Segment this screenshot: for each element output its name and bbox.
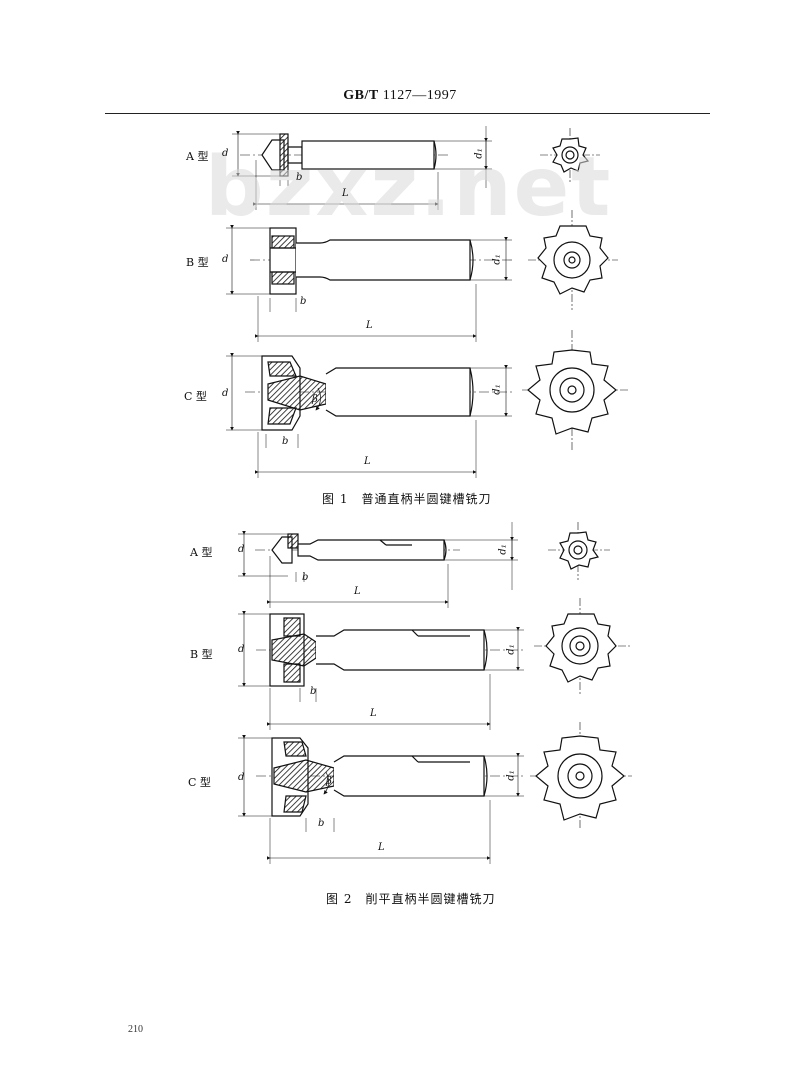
fig1-c-dim-L: L (364, 456, 371, 467)
fig2-a-dim-L: L (354, 586, 361, 597)
page-header: GB/T 1127—1997 (0, 88, 800, 104)
fig1-b-dim-L: L (366, 320, 373, 331)
fig2-b-dim-d1: d₁ (505, 644, 517, 655)
fig2-type-c-end-view (530, 722, 632, 830)
fig1-b-dim-b: b (300, 296, 307, 307)
fig2-c-dim-d1: d₁ (505, 770, 517, 781)
fig1-type-a-end-view (540, 128, 600, 182)
fig1-type-c-side-view (226, 353, 515, 478)
fig1-c-dim-beta: β (312, 394, 318, 405)
page-number: 210 (128, 1024, 143, 1035)
standard-prefix: GB/T (343, 88, 379, 103)
fig2-b-dim-d: d (238, 644, 245, 655)
fig1-c-dim-d: d (222, 388, 229, 399)
fig2-type-a-label: A 型 (190, 546, 213, 559)
fig1-b-dim-d: d (222, 254, 229, 265)
fig2-a-dim-b: b (302, 572, 309, 583)
figure1-caption: 图 1 普通直柄半圆键槽铣刀 (322, 492, 492, 506)
fig2-type-b-label: B 型 (190, 648, 213, 661)
standard-number: 1127—1997 (382, 88, 457, 103)
fig1-b-dim-d1: d₁ (491, 254, 503, 265)
fig1-a-dim-L: L (342, 188, 349, 199)
fig1-a-dim-d1: d₁ (473, 148, 485, 159)
fig2-type-a-side-view (238, 522, 518, 608)
fig2-type-c-label: C 型 (188, 776, 211, 789)
fig1-type-c-label: C 型 (184, 390, 207, 403)
header-rule (105, 113, 710, 114)
fig1-a-dim-d: d (222, 148, 229, 159)
fig2-b-dim-L: L (370, 708, 377, 719)
fig2-type-b-side-view (238, 611, 525, 730)
fig1-type-a-side-view (232, 126, 492, 210)
fig2-c-dim-L: L (378, 842, 385, 853)
figure2-caption: 图 2 削平直柄半圆键槽铣刀 (326, 892, 496, 906)
fig2-type-b-end-view (534, 598, 630, 694)
fig1-type-c-end-view (522, 330, 628, 450)
fig2-type-a-end-view (548, 522, 610, 580)
fig2-a-dim-d1: d₁ (497, 544, 509, 555)
fig1-type-b-label: B 型 (186, 256, 209, 269)
fig2-type-c-side-view (238, 735, 525, 864)
fig2-a-dim-d: d (238, 544, 245, 555)
fig2-c-dim-d: d (238, 772, 245, 783)
fig1-type-a-label: A 型 (186, 150, 209, 163)
fig1-type-b-end-view (528, 210, 618, 310)
fig2-b-dim-b: b (310, 686, 317, 697)
fig2-c-dim-b: b (318, 818, 325, 829)
fig1-a-dim-b: b (296, 172, 303, 183)
fig1-c-dim-d1: d₁ (491, 384, 503, 395)
fig1-c-dim-b: b (282, 436, 289, 447)
fig2-c-dim-beta: β (326, 776, 332, 787)
fig1-type-b-side-view (226, 225, 515, 342)
